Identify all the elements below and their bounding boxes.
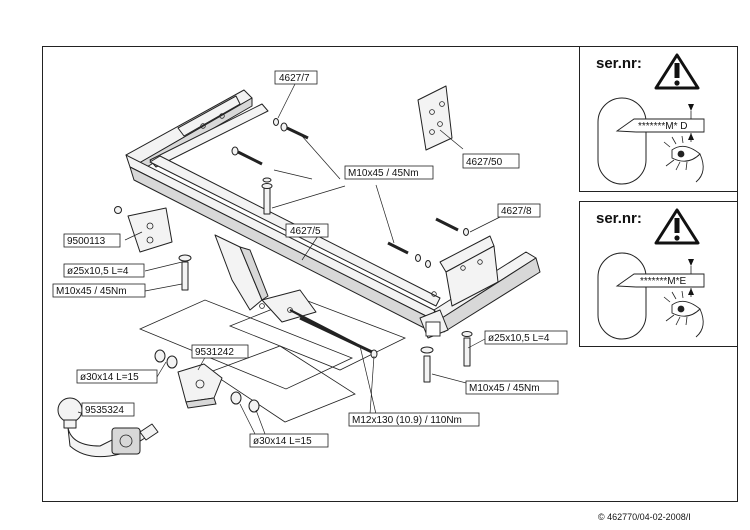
spacer-icon [154, 349, 178, 369]
m12-bolt-icon [299, 316, 378, 359]
svg-text:ø25x10,5 L=4: ø25x10,5 L=4 [67, 266, 129, 277]
svg-text:4627/50: 4627/50 [466, 157, 503, 168]
label-m10-top: M10x45 / 45Nm [344, 165, 434, 180]
mounting-plates [138, 297, 407, 423]
warning-icon [654, 53, 700, 90]
eye-icon [663, 135, 704, 183]
bolt-set-icon [114, 206, 173, 253]
serial-panel-2: ser.nr: *******M*E [579, 201, 738, 347]
label-spacer-lower: ø30x14 L=15 [249, 433, 329, 448]
leader-lines [77, 81, 501, 435]
socket-plate-icon [177, 363, 223, 409]
hitch-holder [214, 234, 263, 311]
serial-panel-1: ser.nr: *******M* D [579, 46, 738, 192]
eye-icon [663, 290, 704, 338]
serial-code-2: *******M*E [640, 276, 686, 287]
svg-text:M10x45 / 45Nm: M10x45 / 45Nm [469, 383, 540, 394]
crossbar-assembly [125, 89, 541, 339]
label-socket-plate: 9531242 [191, 344, 249, 359]
label-bracket-left: 4627/7 [274, 70, 318, 85]
bolt-icon [435, 217, 469, 236]
arrow-down-icon [688, 104, 694, 111]
bolt-icon [273, 118, 309, 140]
arrow-down-icon [688, 259, 694, 266]
svg-text:4627/7: 4627/7 [279, 73, 310, 84]
serial-panel-1-title: ser.nr: [596, 55, 642, 72]
bolt-icon [461, 331, 473, 367]
serial-panel-2-title: ser.nr: [596, 210, 642, 227]
svg-text:9531242: 9531242 [195, 347, 234, 358]
bracket-plate-icon [417, 85, 453, 151]
svg-text:9535324: 9535324 [85, 405, 124, 416]
towball-icon [57, 397, 159, 458]
label-washer-right: ø25x10,5 L=4 [484, 330, 568, 345]
svg-text:M10x45 / 45Nm: M10x45 / 45Nm [56, 286, 127, 297]
left-bracket-plate [177, 95, 241, 137]
serial-label-tag [615, 118, 705, 133]
svg-text:ø25x10,5 L=4: ø25x10,5 L=4 [488, 333, 550, 344]
bolt-icon [420, 346, 434, 383]
vehicle-plate-outline [597, 97, 647, 185]
label-bracket-plate: 4627/50 [462, 153, 520, 169]
label-crossbar: 4627/5 [285, 223, 329, 238]
bolt-icon [178, 254, 192, 291]
svg-text:4627/8: 4627/8 [501, 206, 532, 217]
label-m10-right: M10x45 / 45Nm [465, 380, 559, 395]
label-m10-left: M10x45 / 45Nm [52, 283, 146, 298]
label-bolt-set: 9500113 [63, 233, 121, 248]
svg-text:4627/5: 4627/5 [290, 226, 321, 237]
label-washer-left: ø25x10,5 L=4 [63, 263, 145, 278]
svg-text:M10x45 / 45Nm: M10x45 / 45Nm [348, 168, 419, 179]
svg-text:ø30x14 L=15: ø30x14 L=15 [80, 372, 139, 383]
svg-text:9500113: 9500113 [67, 236, 106, 247]
label-spacer-upper: ø30x14 L=15 [76, 369, 158, 384]
label-bracket-right: 4627/8 [497, 203, 541, 218]
m12-bolt-icon [289, 309, 357, 345]
serial-label-tag [615, 273, 705, 288]
label-towball: 9535324 [81, 402, 135, 417]
svg-text:ø30x14 L=15: ø30x14 L=15 [253, 436, 312, 447]
svg-text:M12x130 (10.9) / 110Nm: M12x130 (10.9) / 110Nm [352, 415, 462, 426]
spacer-icon [230, 391, 260, 413]
bolt-icon [261, 177, 273, 215]
bolt-icon [231, 146, 263, 166]
label-m12: M12x130 (10.9) / 110Nm [348, 412, 480, 427]
footer-copyright: © 462770/04-02-2008/I [598, 512, 691, 522]
bolt-icon [387, 241, 431, 268]
vehicle-plate-outline [597, 252, 647, 340]
serial-code-1: *******M* D [638, 121, 687, 132]
warning-icon [654, 208, 700, 245]
